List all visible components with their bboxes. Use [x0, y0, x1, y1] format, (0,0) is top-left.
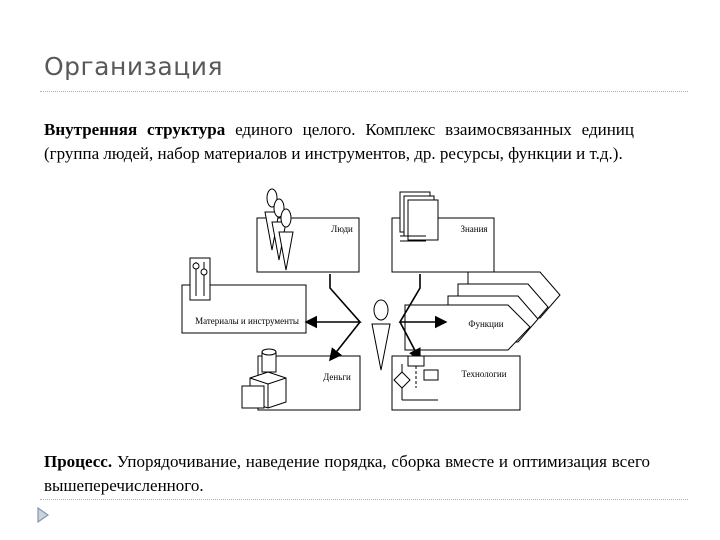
- footer-divider: [40, 499, 688, 500]
- slide-title: Организация: [44, 52, 224, 81]
- tools-icon: [189, 257, 211, 301]
- label-technologies: Технологии: [461, 369, 506, 379]
- connector-arrows: [304, 274, 448, 362]
- materials-box: [181, 284, 307, 334]
- process-term: Процесс.: [44, 452, 113, 471]
- people-icon: [264, 188, 294, 271]
- definition-text: единого целого. Комплекс взаимосвязанных…: [44, 120, 634, 163]
- definition-paragraph: Внутренняя структура единого целого. Ком…: [44, 118, 634, 166]
- label-functions: Функции: [468, 319, 503, 329]
- documents-icon: [399, 191, 439, 242]
- flowchart-icon: [393, 355, 439, 401]
- label-knowledge: Знания: [460, 224, 487, 234]
- title-divider: [40, 91, 688, 92]
- boxes-icon: [241, 348, 287, 409]
- label-money: Деньги: [323, 372, 351, 382]
- label-people: Люди: [331, 224, 353, 234]
- label-materials: Материалы и инструменты: [195, 316, 299, 326]
- bullet-arrow-icon: [37, 506, 50, 524]
- person-icon: [371, 299, 391, 371]
- process-text: Упорядочивание, наведение порядка, сборк…: [44, 452, 650, 495]
- process-paragraph: Процесс. Упорядочивание, наведение поряд…: [44, 450, 650, 498]
- definition-term: Внутренняя структура: [44, 120, 226, 139]
